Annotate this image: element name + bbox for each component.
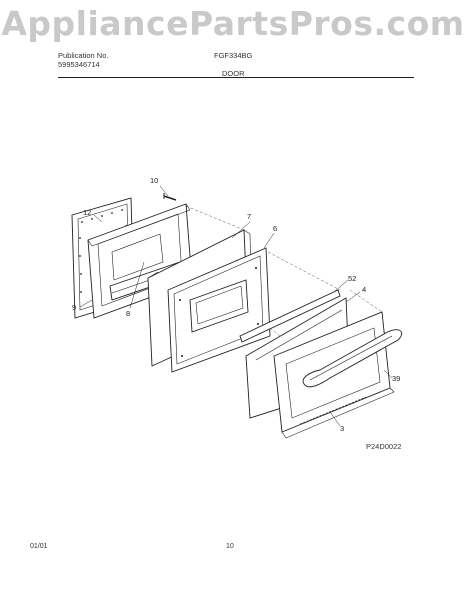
callout-10: 10 — [150, 176, 158, 185]
callout-6: 6 — [273, 224, 277, 233]
callout-12: 12 — [83, 208, 91, 217]
publication-label: Publication No. — [58, 51, 109, 60]
callout-4: 4 — [362, 285, 366, 294]
callout-8: 8 — [126, 309, 130, 318]
callout-52: 52 — [348, 274, 356, 283]
door-handle-part-39 — [302, 329, 403, 388]
callout-labels: 10 12 7 6 9 8 52 4 39 3 — [72, 176, 400, 433]
figure-code: P24D0022 — [366, 442, 402, 451]
callout-3: 3 — [340, 424, 344, 433]
footer-date: 01/01 — [30, 543, 48, 550]
section-title: DOOR — [222, 69, 245, 78]
model-number: FGF334BG — [214, 51, 253, 60]
callout-7: 7 — [247, 212, 251, 221]
screw-part-10 — [163, 193, 177, 201]
callout-9: 9 — [72, 303, 76, 312]
header-rule — [58, 77, 414, 78]
publication-number: 5995346714 — [58, 60, 100, 69]
callout-leaders — [79, 185, 393, 427]
trim-strip-part-52 — [239, 289, 341, 343]
watermark-logo: AppliancePartsPros.com — [1, 4, 465, 43]
callout-39: 39 — [392, 374, 400, 383]
footer-page-number: 10 — [226, 543, 234, 550]
